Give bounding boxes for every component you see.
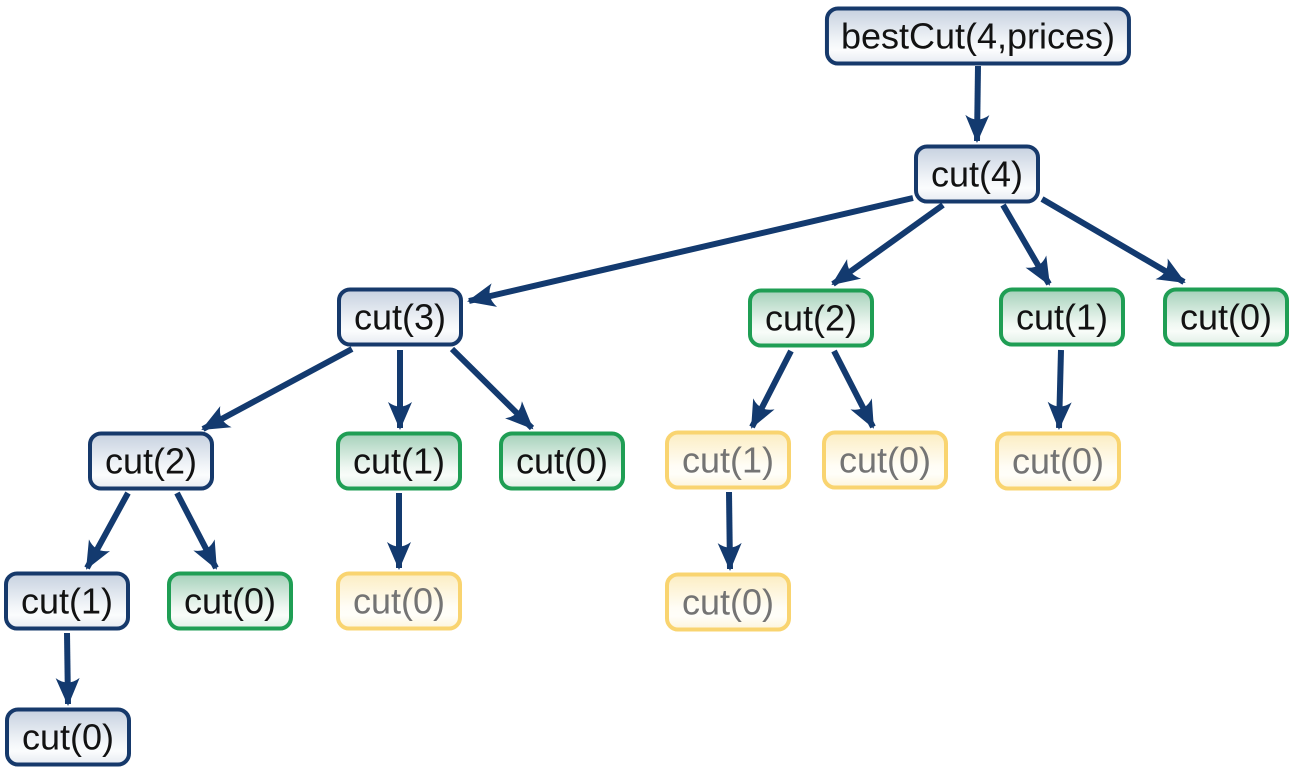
tree-node-cut-3: cut(3)	[337, 287, 463, 347]
node-label: cut(1)	[1015, 296, 1109, 337]
node-label: cut(2)	[764, 297, 858, 338]
node-label: cut(0)	[838, 439, 932, 480]
tree-node-cut-1-skipped: cut(1)	[665, 430, 791, 490]
tree-node-cut-0-skipped: cut(0)	[822, 430, 948, 490]
node-label: cut(0)	[183, 580, 277, 621]
tree-node-cut-0: cut(0)	[5, 707, 131, 767]
node-label: bestCut(4,prices)	[840, 15, 1116, 56]
tree-node-cut-1-memo: cut(1)	[336, 431, 462, 491]
tree-node-cut-0-memo: cut(0)	[499, 431, 625, 491]
tree-edge-cut3-to-cut0-g2	[449, 346, 535, 431]
node-label: cut(1)	[681, 439, 775, 480]
node-label: cut(0)	[681, 581, 775, 622]
tree-node-cut-0-skipped: cut(0)	[336, 571, 462, 631]
node-label: cut(4)	[930, 153, 1024, 194]
tree-edge-cut1-g-to-cut0-y2	[1047, 349, 1072, 430]
node-label: cut(1)	[352, 440, 446, 481]
tree-node-cut-2-memo: cut(2)	[748, 288, 874, 348]
node-label: cut(0)	[515, 440, 609, 481]
node-label: cut(0)	[352, 580, 446, 621]
node-label: cut(0)	[1011, 440, 1105, 481]
tree-node-cut-1-memo: cut(1)	[999, 287, 1125, 347]
node-label: cut(2)	[104, 440, 198, 481]
tree-edge-cut2-g-to-cut1-y	[749, 349, 794, 429]
tree-edge-bestCut-to-cut4	[965, 65, 990, 143]
tree-edge-cut4-to-cut3	[467, 195, 914, 307]
tree-edge-cut4-to-cut1-g	[1000, 203, 1052, 286]
tree-node-cut-1: cut(1)	[4, 571, 130, 631]
tree-edge-cut4-to-cut2-g	[831, 202, 945, 287]
node-label: cut(3)	[353, 296, 447, 337]
tree-edge-cut1-y-to-cut0-y4	[717, 491, 742, 571]
node-label: cut(0)	[21, 716, 115, 757]
tree-edge-cut2-b-to-cut0-g3	[174, 491, 219, 570]
tree-node-cut-0-skipped: cut(0)	[665, 572, 791, 632]
tree-edge-cut2-b-to-cut1-b	[84, 491, 131, 570]
tree-node-cut-2: cut(2)	[88, 431, 214, 491]
tree-edge-cut2-g-to-cut0-y1	[831, 349, 876, 429]
tree-node-cut-4: cut(4)	[914, 144, 1040, 204]
tree-node-cut-0-skipped: cut(0)	[995, 431, 1121, 491]
tree-node-cut-0-memo: cut(0)	[167, 571, 293, 631]
tree-edge-cut3-to-cut2-b	[201, 346, 354, 432]
tree-edge-cut4-to-cut0-g	[1040, 196, 1186, 285]
node-label: cut(1)	[20, 580, 114, 621]
tree-node-bestcut-4-prices: bestCut(4,prices)	[824, 6, 1132, 66]
node-label: cut(0)	[1179, 296, 1273, 337]
tree-edge-cut1-b-to-cut0-b	[55, 632, 80, 706]
tree-node-cut-0-memo: cut(0)	[1163, 287, 1289, 347]
